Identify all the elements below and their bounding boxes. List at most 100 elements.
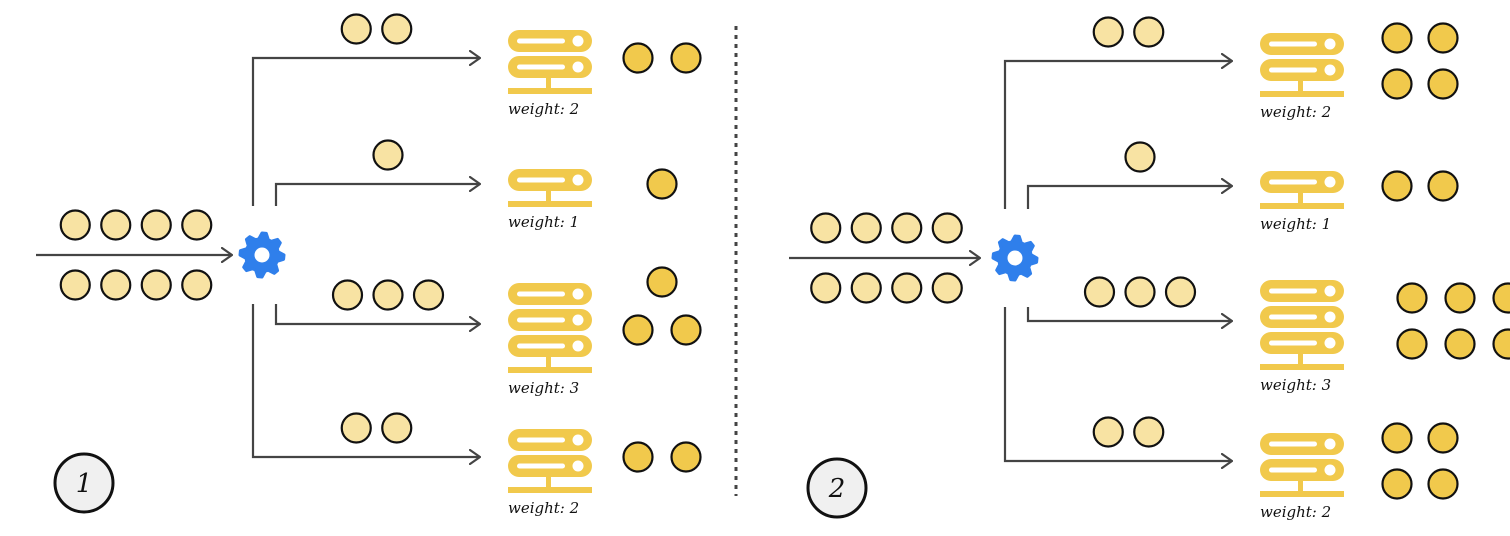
server-weight-label: weight: 2 [508,499,579,517]
incoming-request [59,209,91,241]
server-slot [517,64,565,70]
step-badge: 2 [806,457,868,519]
served-request [1444,282,1476,314]
server-slot [517,177,565,183]
server-icon [508,169,592,207]
server-weight-label: weight: 2 [1260,503,1331,521]
server-icon [1260,433,1344,497]
server-weight-label: weight: 1 [508,213,579,231]
in-flight-request [1092,416,1124,448]
server-base [508,487,592,493]
in-flight-request [331,279,364,311]
server-led [572,434,584,446]
in-flight-request [381,13,413,45]
incoming-request [850,212,882,244]
incoming-request [181,209,213,241]
step-number: 1 [76,469,93,499]
served-request [670,441,702,473]
incoming-request [931,212,963,244]
server-led [1324,285,1336,297]
incoming-request [810,212,842,244]
server-stem [1298,354,1303,364]
step-badge: 1 [53,452,115,514]
in-flight-request [340,13,372,45]
server-stem [546,78,551,88]
served-request [1381,22,1413,54]
server-icon [1260,280,1344,370]
server-slot [517,463,565,469]
served-request [1427,468,1459,500]
server-weight-label: weight: 2 [508,100,579,118]
incoming-request [810,272,842,304]
in-flight-request [381,412,413,444]
served-request [622,314,654,346]
incoming-request [181,269,213,301]
server-slot [517,291,565,297]
gear-hole [254,247,270,263]
server-slot [1269,441,1317,447]
server-stem [1298,193,1303,203]
served-request [670,314,702,346]
server-slot [517,437,565,443]
server-weight-label: weight: 3 [1260,376,1331,394]
route-line [1026,307,1232,321]
served-request [622,441,654,473]
server-led [1324,64,1336,76]
served-request [1492,328,1510,360]
step-number: 2 [828,474,846,504]
server-slot [1269,179,1317,185]
server-slot [517,343,565,349]
served-request [1381,468,1413,500]
server-led [572,61,584,73]
server-led [1324,176,1336,188]
server-base [508,201,592,207]
step-badge-circle [53,452,115,514]
server-base [1260,364,1344,370]
incoming-request [140,209,172,241]
route-line [274,184,480,206]
server-weight-label: weight: 1 [1260,215,1331,233]
served-request [1427,22,1459,54]
server-base [508,367,592,373]
server-base [1260,203,1344,209]
in-flight-request [340,412,372,444]
server-icon [508,429,592,493]
server-led [1324,438,1336,450]
server-led [572,35,584,47]
server-slot [1269,340,1317,346]
server-stem [546,191,551,201]
served-request [1427,68,1459,100]
incoming-request [931,272,963,304]
server-icon [508,30,592,94]
in-flight-request [1092,16,1124,48]
server-weight-label: weight: 3 [508,379,579,397]
in-flight-request [1133,16,1165,48]
served-request [646,168,678,200]
in-flight-request [1124,276,1156,308]
server-slot [1269,41,1317,47]
incoming-request [891,272,923,304]
server-stem [546,357,551,367]
incoming-request [100,269,132,301]
in-flight-request [372,139,404,171]
served-request [1444,328,1476,360]
server-icon [1260,33,1344,97]
incoming-request [100,209,132,241]
in-flight-request [1133,416,1165,448]
incoming-request [850,272,882,304]
server-slot [1269,314,1317,320]
server-stem [1298,81,1303,91]
server-slot [1269,288,1317,294]
route-line [274,304,480,324]
server-slot [1269,67,1317,73]
incoming-request [891,212,923,244]
served-request [1427,422,1459,454]
server-slot [1269,467,1317,473]
served-request [1427,170,1459,202]
server-led [1324,38,1336,50]
gear-hole [1007,250,1023,266]
server-led [1324,337,1336,349]
server-icon [1260,171,1344,209]
incoming-request [140,269,172,301]
